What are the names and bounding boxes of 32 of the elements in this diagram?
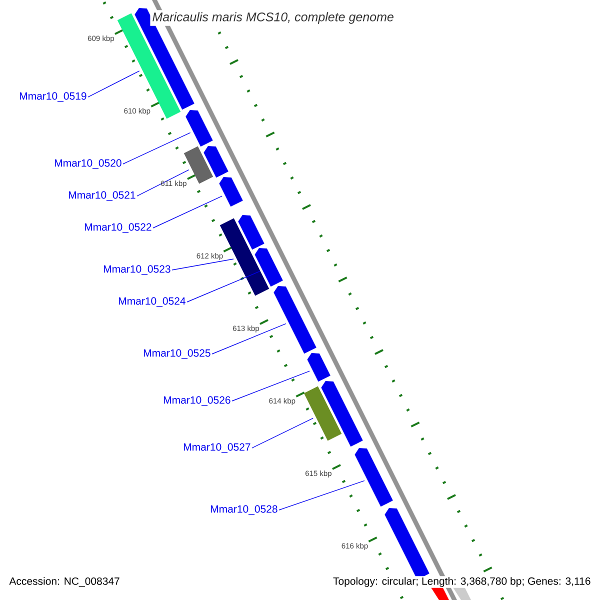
gene-block <box>219 177 243 207</box>
gene-label: Mmar10_0521 <box>68 191 136 201</box>
gene-block <box>238 215 264 250</box>
leader-line <box>152 196 222 228</box>
leader-line <box>278 480 365 510</box>
gene-label: Mmar10_0528 <box>210 505 278 515</box>
gene-block <box>354 448 393 507</box>
gene-block <box>254 248 283 287</box>
leader-line <box>136 170 190 196</box>
leader-line <box>122 132 191 164</box>
gene-bar <box>304 386 342 441</box>
map-title: Maricaulis maris MCS10, complete genome <box>150 10 396 26</box>
gene-label: Mmar10_0523 <box>104 265 170 275</box>
leader-line <box>172 258 234 270</box>
gene-label: Mmar10_0522 <box>84 223 152 233</box>
gene-label: Mmar10_0524 <box>118 297 186 307</box>
gene-label: Mmar10_0520 <box>54 159 122 169</box>
gene-block <box>186 110 213 147</box>
accession-text: Accession: NC_008347 <box>9 577 120 587</box>
leader-line <box>212 323 286 354</box>
leader-line <box>252 418 314 448</box>
gene-block <box>274 286 316 354</box>
gene-block <box>321 381 363 447</box>
gene-block <box>204 146 228 178</box>
leader-line <box>186 270 260 302</box>
gene-label: Mmar10_0519 <box>20 92 86 102</box>
gene-label: Mmar10_0526 <box>164 396 230 406</box>
genome-info: Topology: circular; Length: 3,368,780 bp; Genes: 3,116 <box>332 576 592 588</box>
gene-label: Mmar10_0527 <box>184 443 250 453</box>
gene-label: Mmar10_0525 <box>144 349 210 359</box>
leader-line <box>232 370 310 402</box>
gene-block <box>307 353 330 382</box>
